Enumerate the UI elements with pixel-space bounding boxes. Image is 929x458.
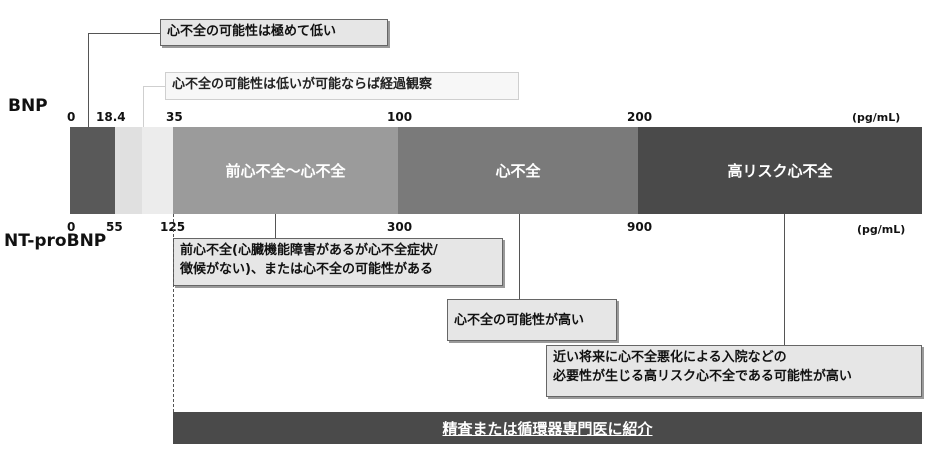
segment-very-low bbox=[70, 127, 115, 214]
nt-tick-125: 125 bbox=[160, 220, 186, 234]
callout-high-risk-line2: 必要性が生じる高リスク心不全である可能性が高い bbox=[553, 369, 852, 384]
segment-low bbox=[115, 127, 142, 214]
nt-unit: (pg/mL) bbox=[857, 223, 906, 236]
callout-very-low: 心不全の可能性は極めて低い bbox=[160, 19, 388, 46]
connector-hf bbox=[519, 214, 520, 299]
segment-hf: 心不全 bbox=[398, 127, 638, 214]
ntprobnp-label: NT-proBNP bbox=[4, 231, 107, 251]
referral-text: 精査または循環器専門医に紹介 bbox=[442, 419, 653, 438]
nt-tick-55: 55 bbox=[106, 220, 123, 234]
callout-high-risk: 近い将来に心不全悪化による入院などの 必要性が生じる高リスク心不全である可能性が… bbox=[546, 345, 922, 397]
threshold-dashed-line bbox=[173, 214, 174, 412]
callout-low-follow: 心不全の可能性は低いが可能ならば経過観察 bbox=[165, 72, 519, 100]
bnp-label: BNP bbox=[8, 96, 48, 116]
bnp-tick-100: 100 bbox=[387, 110, 413, 124]
callout-high: 心不全の可能性が高い bbox=[447, 299, 617, 341]
nt-tick-900: 900 bbox=[627, 220, 653, 234]
referral-bar: 精査または循環器専門医に紹介 bbox=[173, 412, 922, 444]
bnp-tick-200: 200 bbox=[627, 110, 653, 124]
callout-high-text: 心不全の可能性が高い bbox=[454, 312, 585, 328]
connector-pre-hf bbox=[275, 214, 276, 238]
connector-high-risk bbox=[784, 214, 785, 345]
connector-low-follow-vertical bbox=[143, 86, 144, 127]
callout-pre-hf-line1: 前心不全(心臓機能障害があるが心不全症状/ bbox=[180, 243, 438, 258]
callout-very-low-text: 心不全の可能性は極めて低い bbox=[167, 24, 337, 39]
callout-low-follow-text: 心不全の可能性は低いが可能ならば経過観察 bbox=[172, 77, 433, 92]
segment-high-risk: 高リスク心不全 bbox=[638, 127, 922, 214]
segment-low-follow bbox=[142, 127, 173, 214]
callout-pre-hf: 前心不全(心臓機能障害があるが心不全症状/ 徴候がない)、または心不全の可能性が… bbox=[173, 238, 503, 286]
bnp-tick-18: 18.4 bbox=[96, 110, 126, 124]
segment-high-risk-label: 高リスク心不全 bbox=[727, 162, 833, 180]
nt-tick-300: 300 bbox=[387, 220, 413, 234]
callout-high-risk-line1: 近い将来に心不全悪化による入院などの bbox=[553, 350, 787, 365]
connector-very-low-horizontal bbox=[88, 33, 160, 34]
connector-low-follow-horizontal bbox=[143, 86, 165, 87]
segment-hf-label: 心不全 bbox=[495, 162, 541, 180]
callout-pre-hf-line2: 徴候がない)、または心不全の可能性がある bbox=[180, 262, 433, 277]
bnp-unit: (pg/mL) bbox=[852, 111, 901, 124]
connector-very-low-vertical bbox=[88, 33, 89, 127]
nt-tick-0: 0 bbox=[67, 220, 76, 234]
bnp-tick-35: 35 bbox=[166, 110, 183, 124]
bnp-tick-0: 0 bbox=[67, 110, 76, 124]
segment-pre-hf-label: 前心不全～心不全 bbox=[225, 162, 346, 180]
segment-pre-hf: 前心不全～心不全 bbox=[173, 127, 398, 214]
